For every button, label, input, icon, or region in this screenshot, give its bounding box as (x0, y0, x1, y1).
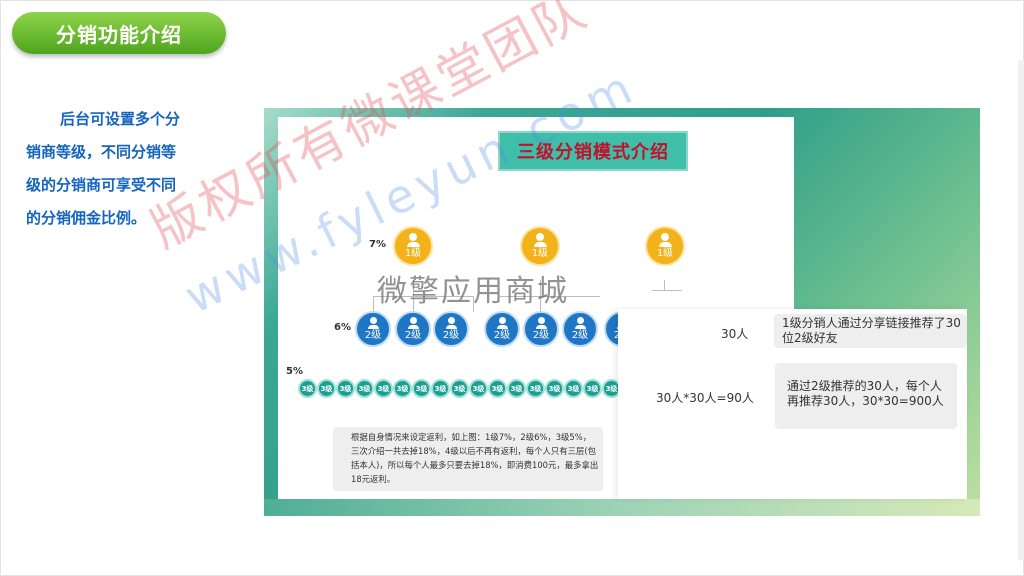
connector-line (473, 296, 474, 312)
person-icon (661, 233, 669, 241)
level3-node: 3级 (526, 379, 545, 398)
level3-node: 3级 (507, 379, 526, 398)
intro-line-4: 的分销佣金比例。 (26, 209, 147, 227)
level2-node: 2级 (433, 311, 469, 347)
row1-note-box: 1级分销人通过分享链接推荐了30位2级好友 (774, 314, 967, 348)
level3-node: 3级 (393, 379, 412, 398)
slide-edge-strip (1018, 60, 1024, 560)
level3-node: 3级 (583, 379, 602, 398)
explanation-box: 根据自身情况来设定返利，如上图：1级7%，2级6%，3级5%，三次介绍一共去掉1… (333, 427, 603, 491)
level3-node: 3级 (450, 379, 469, 398)
row2-count: 30人*30人=90人 (656, 391, 754, 405)
level2-node: 2级 (523, 311, 559, 347)
person-icon (576, 317, 584, 324)
level1-percentage: 7% (369, 239, 386, 250)
slide-title-banner: 分销功能介绍 (12, 12, 226, 54)
person-icon (369, 317, 377, 324)
intro-line-2: 销商等级，不同分销等 (26, 143, 177, 161)
level3-node: 3级 (545, 379, 564, 398)
person-icon (447, 317, 455, 324)
intro-line-1: 后台可设置多个分 (60, 110, 181, 128)
person-icon (409, 317, 417, 324)
slide-title: 分销功能介绍 (56, 22, 182, 47)
connector-line (500, 296, 600, 297)
level2-node: 2级 (355, 311, 391, 347)
level3-percentage: 5% (286, 366, 303, 377)
connector-line (373, 296, 473, 297)
level1-node: 1级 (645, 226, 685, 266)
level3-node: 3级 (564, 379, 583, 398)
explanation-text: 根据自身情况来设定返利，如上图：1级7%，2级6%，3级5%，三次介绍一共去掉1… (351, 432, 599, 484)
level3-node: 3级 (469, 379, 488, 398)
row2-note: 通过2级推荐的30人，每个人再推荐30人，30*30=900人 (787, 379, 944, 408)
level2-percentage: 6% (334, 322, 351, 333)
level3-node: 3级 (431, 379, 450, 398)
connector-line (413, 280, 414, 312)
intro-text: 后台可设置多个分 销商等级，不同分销等 级的分销商可享受不同 的分销佣金比例。 (26, 103, 232, 235)
intro-line-3: 级的分销商可享受不同 (26, 176, 177, 194)
person-icon (409, 233, 417, 241)
level1-node: 1级 (520, 226, 560, 266)
row1-note: 1级分销人通过分享链接推荐了30位2级好友 (782, 316, 961, 345)
level3-node: 3级 (317, 379, 336, 398)
row2-note-box: 通过2级推荐的30人，每个人再推荐30人，30*30=900人 (775, 363, 957, 429)
person-icon (536, 233, 544, 241)
diagram-title: 三级分销模式介绍 (498, 131, 688, 171)
row1-count: 30人 (721, 327, 749, 341)
level2-node: 2级 (484, 311, 520, 347)
level3-node: 3级 (355, 379, 374, 398)
connector-line (373, 296, 374, 312)
person-icon (498, 317, 506, 324)
level3-node: 3级 (336, 379, 355, 398)
level1-node: 1级 (393, 226, 433, 266)
level2-node: 2级 (395, 311, 431, 347)
connector-line (652, 290, 682, 291)
level3-node: 3级 (488, 379, 507, 398)
connector-line (540, 280, 541, 312)
level2-node: 2级 (562, 311, 598, 347)
diagram-image-bottom-band (264, 499, 980, 516)
person-icon (537, 317, 545, 324)
level3-node: 3级 (374, 379, 393, 398)
level3-node: 3级 (298, 379, 317, 398)
connector-line (664, 280, 665, 290)
level3-node: 3级 (412, 379, 431, 398)
